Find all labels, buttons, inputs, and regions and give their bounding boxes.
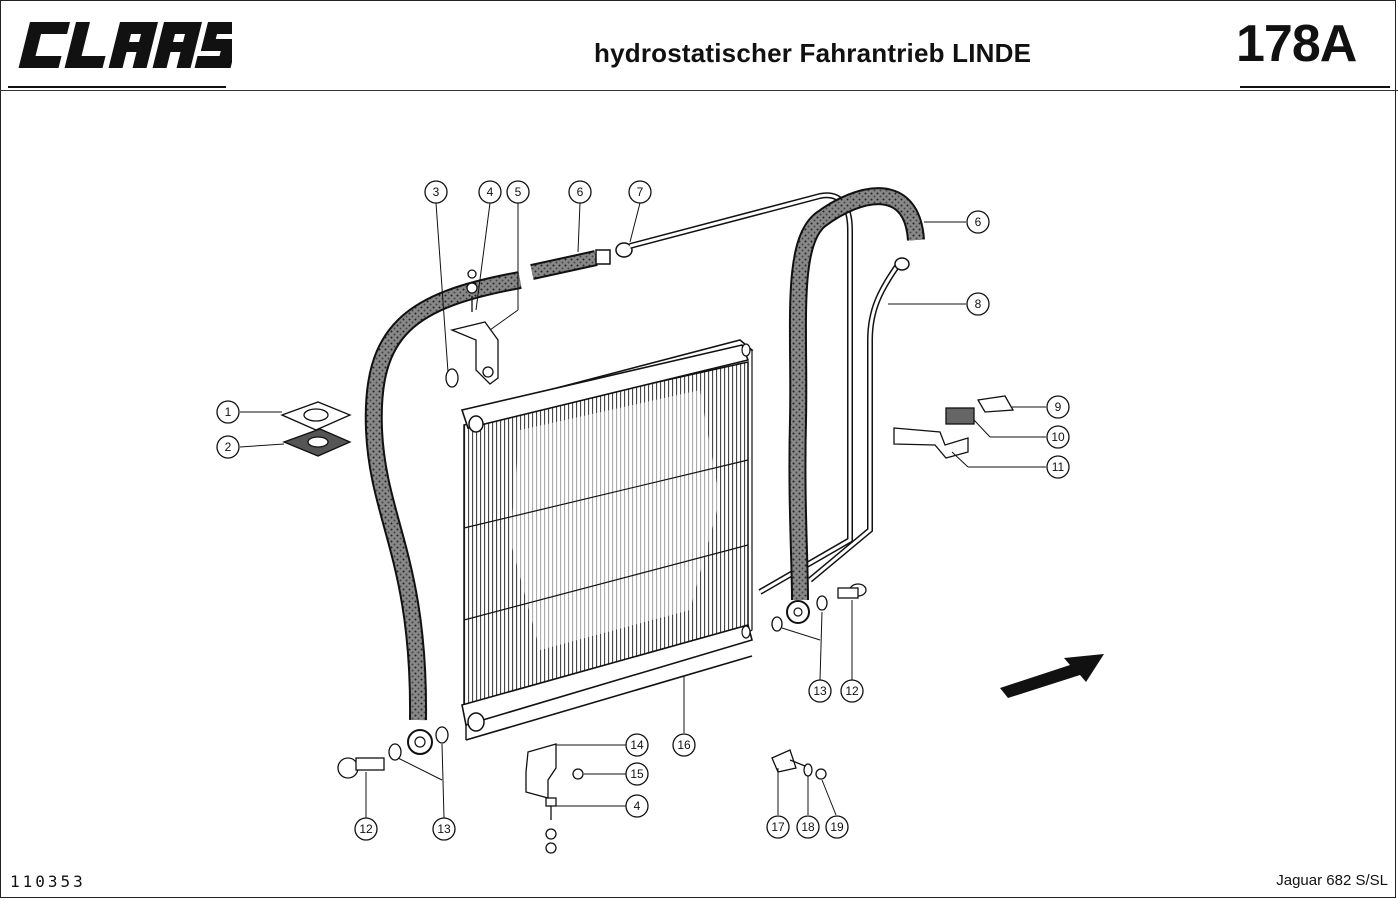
callout-label: 6 bbox=[975, 215, 982, 229]
model-label: Jaguar 682 S/SL bbox=[1276, 872, 1388, 889]
drawing-number: 110353 bbox=[10, 872, 86, 891]
callout-label: 15 bbox=[630, 767, 644, 781]
logo-underline bbox=[8, 86, 226, 88]
callout-label: 17 bbox=[771, 820, 785, 834]
callout-label: 16 bbox=[677, 738, 691, 752]
page-number-underline bbox=[1240, 86, 1390, 88]
callout-12-left: 12 bbox=[354, 817, 378, 841]
callout-label: 7 bbox=[637, 185, 644, 199]
callout-label: 2 bbox=[225, 440, 232, 454]
left-hose bbox=[364, 271, 522, 755]
callout-label: 18 bbox=[801, 820, 815, 834]
callout-4-bottom: 4 bbox=[625, 794, 649, 818]
callout-17: 17 bbox=[766, 815, 790, 839]
small-parts bbox=[280, 269, 1015, 854]
callout-6-right: 6 bbox=[966, 210, 990, 234]
oil-cooler bbox=[460, 339, 754, 741]
callout-15: 15 bbox=[625, 762, 649, 786]
callout-3: 3 bbox=[424, 180, 448, 204]
callout-label: 13 bbox=[813, 684, 827, 698]
callout-label: 12 bbox=[359, 822, 373, 836]
callout-label: 19 bbox=[830, 820, 844, 834]
callout-label: 8 bbox=[975, 297, 982, 311]
callout-label: 1 bbox=[225, 405, 232, 419]
callout-7: 7 bbox=[628, 180, 652, 204]
page-number: 178A bbox=[1236, 15, 1357, 73]
callout-8: 8 bbox=[966, 292, 990, 316]
claas-logo bbox=[18, 22, 232, 68]
callout-label: 11 bbox=[1052, 460, 1065, 474]
callout-label: 9 bbox=[1055, 400, 1062, 414]
callout-label: 4 bbox=[487, 185, 494, 199]
callout-label: 12 bbox=[845, 684, 859, 698]
callout-19: 19 bbox=[825, 815, 849, 839]
callout-1: 1 bbox=[216, 400, 240, 424]
right-hose bbox=[786, 187, 925, 624]
direction-arrow-icon bbox=[1000, 654, 1104, 698]
callout-9: 9 bbox=[1046, 395, 1070, 419]
callout-6-top: 6 bbox=[568, 180, 592, 204]
callout-13-left: 13 bbox=[432, 817, 456, 841]
callout-label: 6 bbox=[577, 185, 584, 199]
callout-13-right: 13 bbox=[808, 679, 832, 703]
callout-10: 10 bbox=[1046, 425, 1070, 449]
callout-11: 11 bbox=[1046, 455, 1070, 479]
callout-5: 5 bbox=[506, 180, 530, 204]
callout-4-top: 4 bbox=[478, 180, 502, 204]
callout-2: 2 bbox=[216, 435, 240, 459]
callout-label: 10 bbox=[1051, 430, 1065, 444]
leader-lines bbox=[239, 202, 1046, 819]
callout-18: 18 bbox=[796, 815, 820, 839]
callout-16: 16 bbox=[672, 733, 696, 757]
callout-label: 4 bbox=[634, 799, 641, 813]
header-rule bbox=[0, 90, 1398, 91]
callout-label: 5 bbox=[515, 185, 522, 199]
callout-14: 14 bbox=[625, 733, 649, 757]
callout-12-right: 12 bbox=[840, 679, 864, 703]
callout-label: 14 bbox=[630, 738, 644, 752]
callout-label: 3 bbox=[433, 185, 440, 199]
callout-label: 13 bbox=[437, 822, 451, 836]
callouts: 1 2 3 4 5 6 7 6 8 9 10 11 12 13 16 14 15… bbox=[216, 180, 1070, 841]
page-title: hydrostatischer Fahrantrieb LINDE bbox=[594, 38, 1032, 68]
pipe-8 bbox=[808, 257, 910, 583]
